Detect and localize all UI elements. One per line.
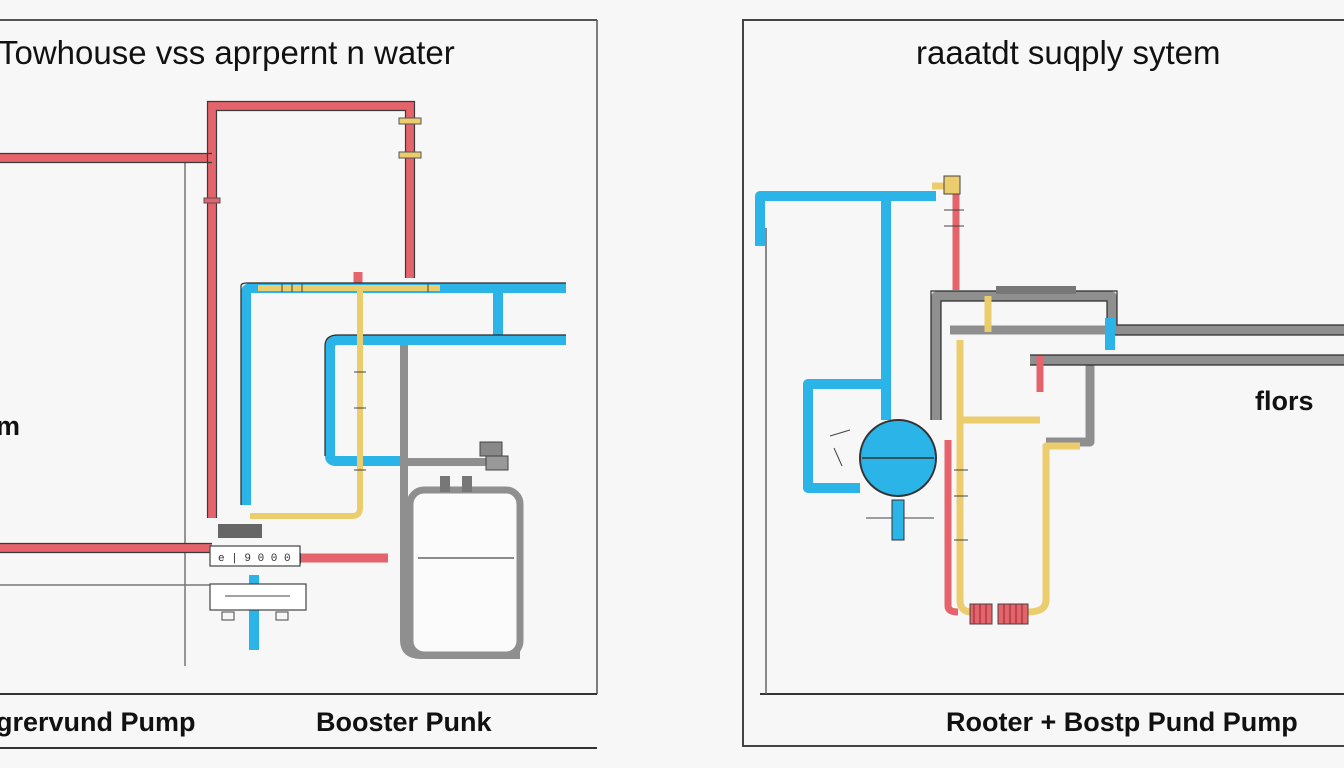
valve-icon [943, 175, 961, 195]
right-side-label: flors [1255, 386, 1314, 416]
blue-pump-icon [829, 419, 937, 541]
right-panel-title: raaatdt suqply sytem [916, 34, 1220, 71]
pump-tank-icon [406, 441, 524, 659]
right-hot-pipes [944, 180, 1044, 616]
valve-icon [398, 117, 422, 125]
left-hot-pipes [0, 101, 415, 563]
pressure-gauge-icon: e | 9 0 0 0 | [209, 524, 307, 650]
right-cold-pipes [755, 191, 1115, 493]
right-caption: Rooter + Bostp Pund Pump [946, 707, 1298, 737]
gauge-readout: e | 9 0 0 0 | [218, 553, 304, 565]
left-side-label: m [0, 411, 20, 441]
right-frame [742, 19, 1344, 747]
right-panel: raaatdt suqply sytem flors Rooter + Bost… [742, 19, 1344, 747]
left-caption-groundwater: grervund Pump [0, 707, 196, 737]
left-caption-booster: Booster Punk [316, 707, 493, 737]
radiator-icon [969, 603, 1029, 625]
valve-icon [203, 197, 221, 204]
left-panel-title: Towhouse vss aprpernt n water [0, 34, 455, 71]
valve-icon [996, 286, 1076, 294]
left-panel: e | 9 0 0 0 | Towhouse vss aprpernt n wa… [0, 19, 598, 749]
valve-icon [398, 151, 422, 159]
right-grey-pipes [931, 291, 1344, 447]
